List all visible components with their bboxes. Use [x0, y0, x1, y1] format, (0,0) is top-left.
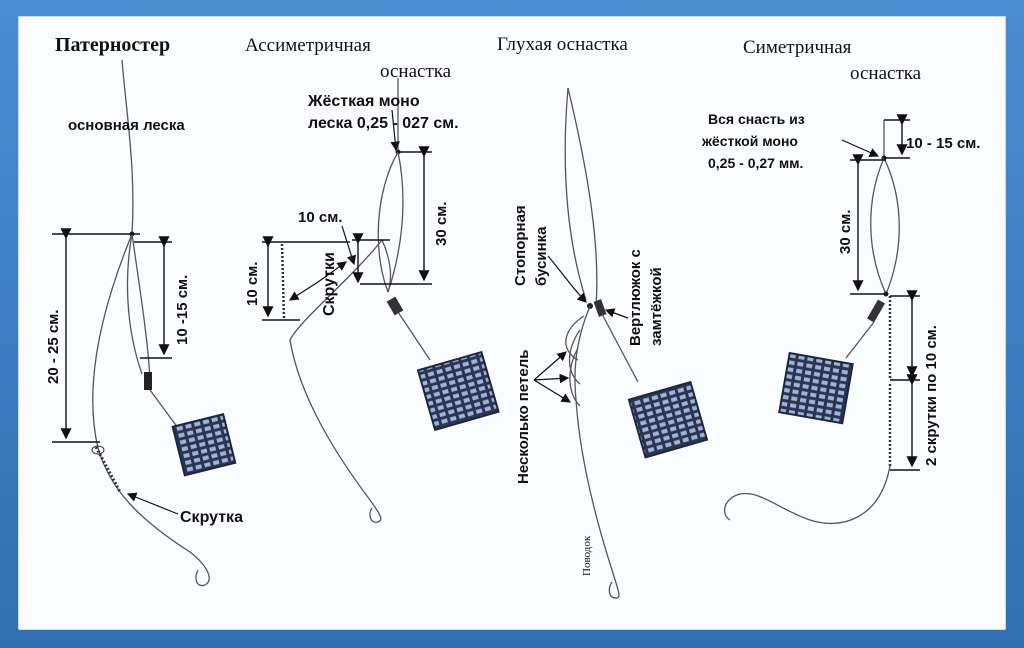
label-2-twists: 2 скрутки по 10 см.: [923, 325, 940, 466]
swivel-icon: [386, 296, 404, 316]
label-stiff-line1: Жёсткая моно: [307, 93, 420, 110]
label-10-lower: 10 см.: [244, 262, 261, 306]
title-blind: Глухая оснастка: [497, 34, 628, 55]
feeder-icon: [416, 350, 500, 432]
title-asymmetric-line2: оснастка: [380, 61, 452, 82]
swivel-icon: [593, 299, 607, 317]
title-symmetric-line1: Симетричная: [743, 37, 852, 58]
title-paternoster: Патерностер: [55, 34, 170, 56]
label-30: 30 см.: [433, 202, 450, 246]
label-20-25: 20 - 25 см.: [45, 310, 62, 384]
paternoster-rig: 20 - 25 см. 10 -15 см. основная леска Ск…: [45, 59, 243, 587]
twist-marker: [280, 243, 286, 319]
label-10-upper: 10 см.: [298, 209, 342, 226]
diagram-panel: [18, 16, 1006, 630]
title-asymmetric-line1: Ассиметричная: [245, 35, 371, 56]
label-leader: Поводок: [581, 535, 593, 576]
main-line: [121, 59, 134, 235]
leader-line: [92, 233, 210, 587]
leader-line: [723, 465, 891, 525]
label-main-line: основная леска: [68, 117, 185, 134]
asymmetric-rig: 30 см. 10 см. 10 см. Скрутки Жёсткая мон…: [244, 78, 500, 523]
swivel-icon: [144, 372, 152, 390]
leader-line: [289, 239, 383, 523]
label-swivel-line2: замтёжкой: [648, 267, 665, 346]
label-twists: Скрутки: [321, 252, 338, 316]
label-10-15: 10 -15 см.: [174, 275, 191, 345]
twist-marker: [94, 446, 122, 493]
label-10-15: 10 - 15 см.: [906, 135, 980, 152]
swivel-icon: [867, 299, 885, 323]
label-all-line3: 0,25 - 0,27 мм.: [708, 155, 803, 171]
label-stiff-line2: леска 0,25 - 027 см.: [308, 115, 459, 132]
blind-rig: Стопорная бусинка Вертлюжок с замтёжкой …: [512, 87, 709, 599]
label-30: 30 см.: [837, 210, 854, 254]
symmetric-rig: 10 - 15 см. 30 см. 2 скрутки по 10 см. В…: [701, 111, 980, 525]
label-all-line2: жёсткой моно: [701, 133, 798, 149]
label-stop-bead-line2: бусинка: [533, 226, 550, 286]
label-all-line1: Вся снасть из: [708, 111, 805, 127]
label-loops: Несколько петель: [515, 350, 532, 484]
feeder-icon: [171, 412, 237, 477]
feeder-icon: [778, 351, 854, 425]
feeder-icon: [627, 380, 709, 459]
label-twist: Скрутка: [180, 509, 243, 526]
feeder-link-line: [131, 233, 151, 381]
label-stop-bead-line1: Стопорная: [512, 205, 529, 286]
title-symmetric-line2: оснастка: [850, 63, 922, 84]
leader-line: [574, 305, 620, 599]
label-swivel-line1: Вертлюжок с: [627, 249, 644, 346]
